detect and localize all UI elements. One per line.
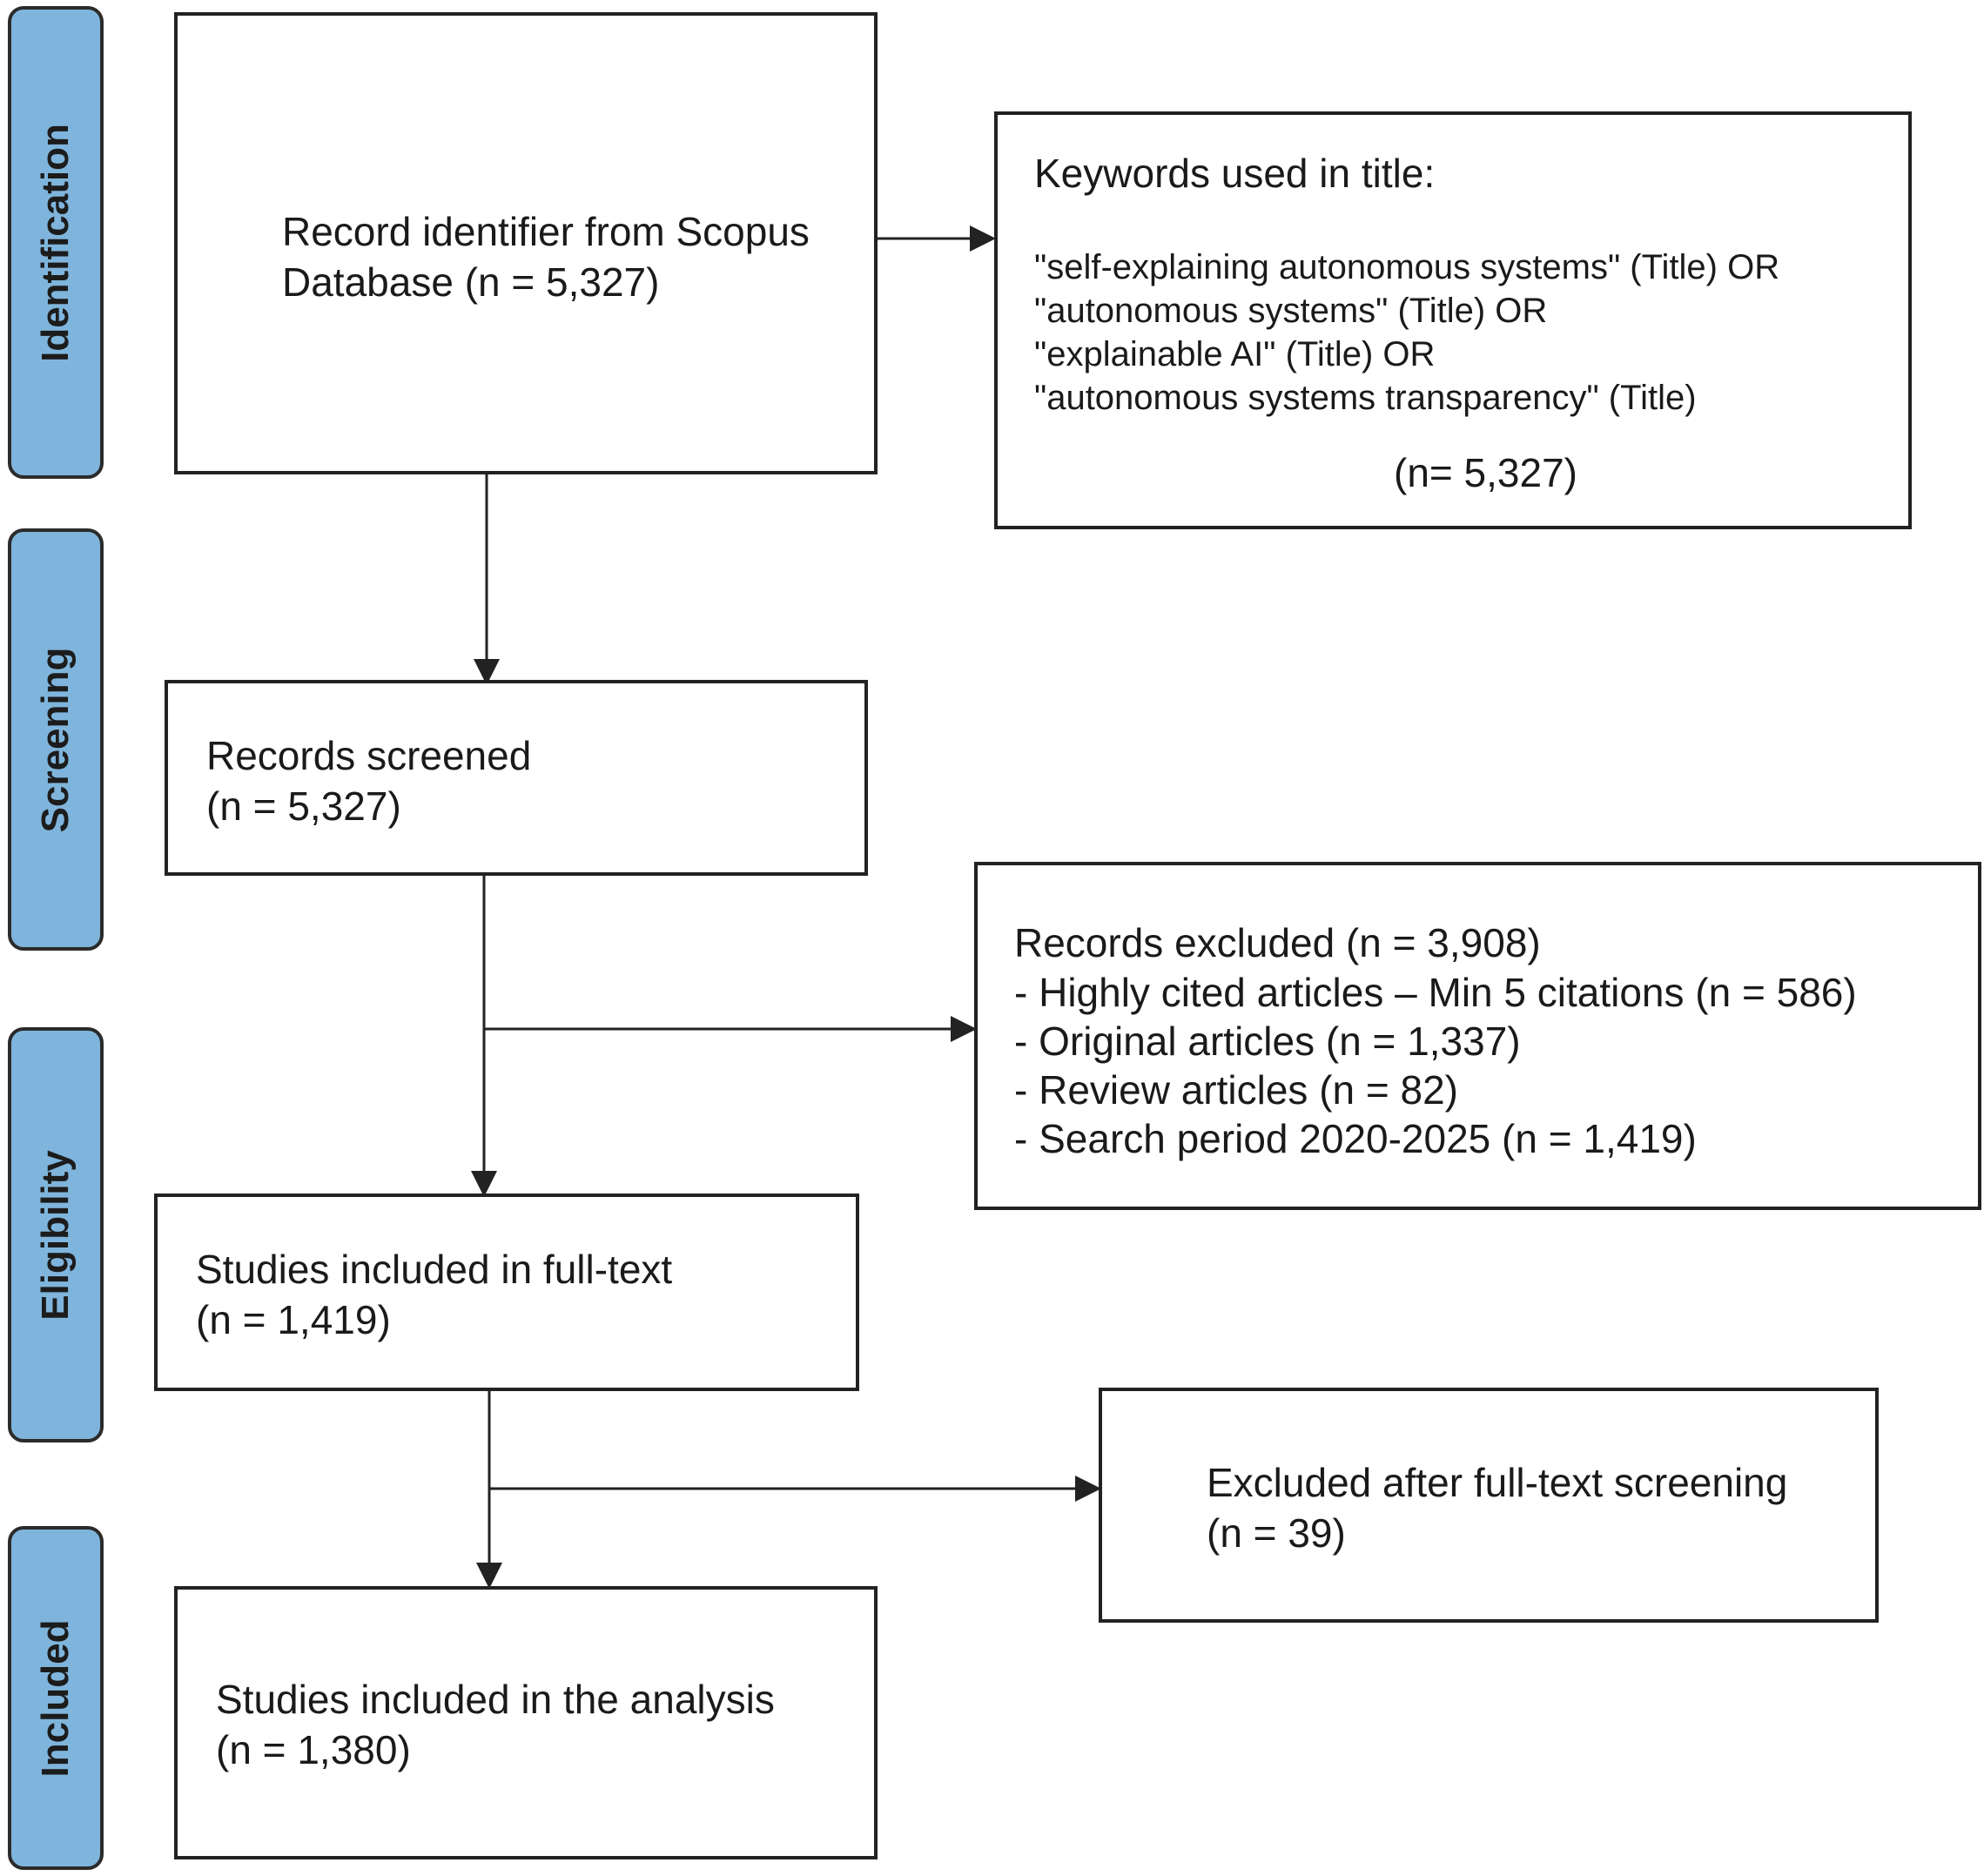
box-records-excluded: Records excluded (n = 3,908) - Highly ci… — [974, 862, 1981, 1210]
box-studies-analysis: Studies included in the analysis (n = 1,… — [174, 1586, 878, 1859]
excluded-item-3: - Review articles (n = 82) — [1014, 1067, 1458, 1113]
box-studies-fulltext: Studies included in full-text (n = 1,419… — [154, 1194, 859, 1391]
box-keywords: Keywords used in title: "self-explaining… — [994, 111, 1912, 529]
excluded-fulltext-line1: Excluded after full-text screening — [1207, 1460, 1788, 1505]
studies-fulltext-line2: (n = 1,419) — [196, 1297, 391, 1342]
box-records-identified: Record identifier from Scopus Database (… — [174, 12, 878, 474]
keyword-line-2: "autonomous systems" (Title) OR — [1034, 292, 1548, 330]
excluded-fulltext-line2: (n = 39) — [1207, 1510, 1346, 1556]
records-screened-line2: (n = 5,327) — [206, 783, 401, 829]
studies-analysis-line2: (n = 1,380) — [216, 1727, 411, 1772]
phase-screening: Screening — [8, 528, 104, 951]
phase-identification: Identification — [8, 6, 104, 479]
studies-analysis-line1: Studies included in the analysis — [216, 1677, 775, 1722]
keyword-line-4: "autonomous systems transparency" (Title… — [1034, 379, 1697, 417]
excluded-item-4: - Search period 2020-2025 (n = 1,419) — [1014, 1116, 1697, 1161]
phase-included: Included — [8, 1526, 104, 1870]
studies-fulltext-line1: Studies included in full-text — [196, 1247, 673, 1292]
keywords-count: (n= 5,327) — [1394, 450, 1577, 495]
phase-eligibility: Eligibility — [8, 1027, 104, 1442]
keyword-line-3: "explainable AI" (Title) OR — [1034, 335, 1436, 373]
records-identified-line2: Database (n = 5,327) — [282, 259, 660, 305]
keyword-line-1: "self-explaining autonomous systems" (Ti… — [1034, 248, 1780, 286]
box-excluded-fulltext: Excluded after full-text screening (n = … — [1099, 1388, 1879, 1623]
excluded-item-1: - Highly cited articles – Min 5 citation… — [1014, 970, 1857, 1015]
records-identified-line1: Record identifier from Scopus — [282, 209, 810, 254]
excluded-item-2: - Original articles (n = 1,337) — [1014, 1019, 1521, 1064]
records-screened-line1: Records screened — [206, 733, 532, 778]
box-records-screened: Records screened (n = 5,327) — [165, 680, 868, 876]
keywords-heading: Keywords used in title: — [1034, 151, 1436, 196]
records-excluded-heading: Records excluded (n = 3,908) — [1014, 920, 1541, 965]
